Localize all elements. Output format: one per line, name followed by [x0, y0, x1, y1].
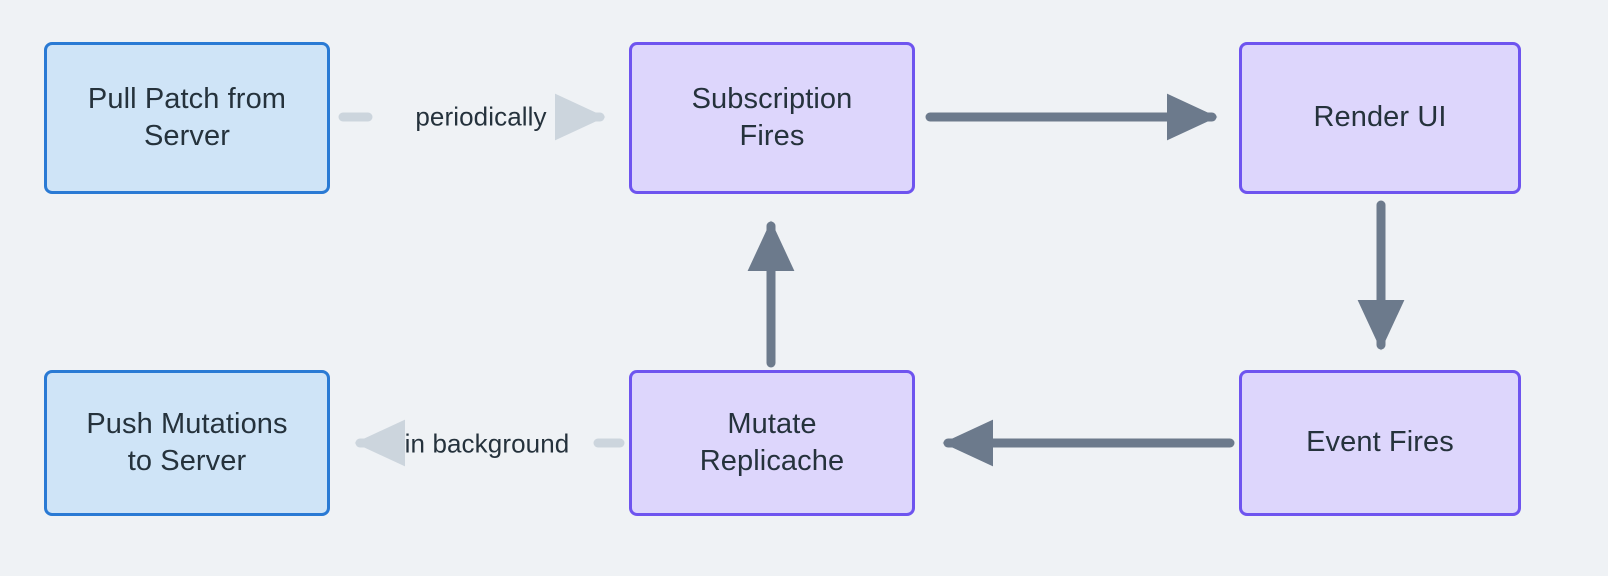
edge-label-periodically: periodically — [415, 101, 547, 132]
node-subscription-fires[interactable]: Subscription Fires — [629, 42, 915, 194]
node-label: Push Mutations to Server — [86, 407, 288, 477]
node-label: Subscription Fires — [691, 82, 853, 152]
node-label: Mutate Replicache — [699, 407, 845, 477]
node-event-fires[interactable]: Event Fires — [1239, 370, 1521, 516]
node-push-mutations-to-server[interactable]: Push Mutations to Server — [44, 370, 330, 516]
edge-label-in-background: in background — [404, 428, 570, 459]
node-label: Event Fires — [1306, 426, 1454, 459]
node-mutate-replicache[interactable]: Mutate Replicache — [629, 370, 915, 516]
node-render-ui[interactable]: Render UI — [1239, 42, 1521, 194]
node-label: Pull Patch from Server — [87, 82, 287, 152]
node-label: Render UI — [1313, 101, 1447, 134]
node-pull-patch-from-server[interactable]: Pull Patch from Server — [44, 42, 330, 194]
